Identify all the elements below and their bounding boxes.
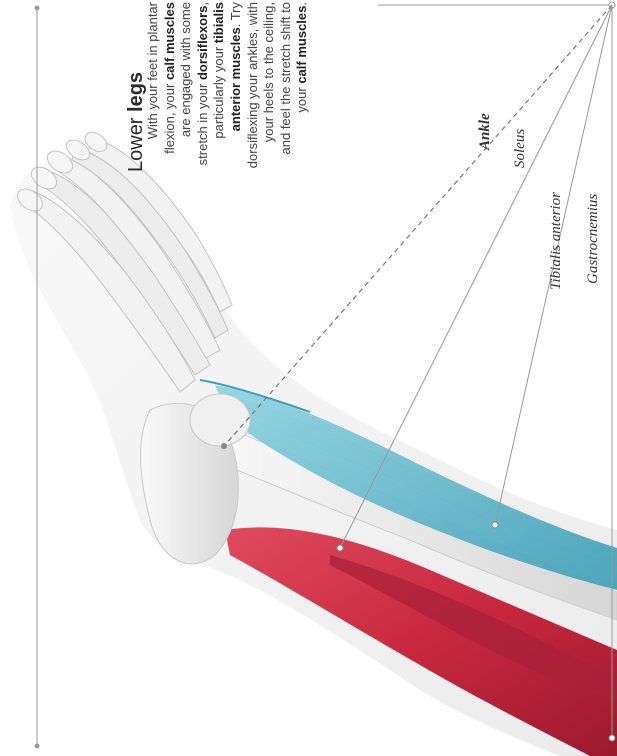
body-segment: particularly your [211, 43, 226, 138]
soleus-label: Soleus [512, 129, 529, 168]
body-segment: and feel the stretch shift to [278, 2, 293, 154]
body-emphasis: anterior muscles [228, 27, 243, 131]
body-line: With your feet in plantar [145, 2, 162, 214]
guide-line-end-dot [35, 6, 40, 11]
tibialis-anterior-label: Tibialis anterior [548, 192, 565, 290]
soleus-leader-line [340, 5, 612, 548]
heading-prefix: Lower [125, 112, 147, 172]
guide-line-end-dot [35, 744, 40, 749]
talus-bone [190, 394, 250, 446]
body-line: dorsiflexing your ankles, with [245, 2, 262, 214]
body-segment: are engaged with some [178, 2, 193, 137]
body-line: your heels to the ceiling, [261, 2, 278, 214]
body-segment: dorsiflexing your ankles, with [245, 2, 260, 168]
body-emphasis: calf muscles [162, 2, 177, 80]
body-segment: your [294, 84, 309, 113]
ankle-marker-dot [221, 443, 227, 449]
body-line: anterior muscles. Try [228, 2, 245, 214]
body-line: particularly your tibialis [211, 2, 228, 214]
body-segment: flexion, your [162, 80, 177, 154]
gastrocnemius-marker-dot [609, 735, 615, 741]
ankle-label: Ankle [477, 113, 494, 150]
section-heading: Lower legs [126, 72, 146, 172]
body-segment: , [195, 2, 210, 6]
body-line: your calf muscles. [294, 2, 311, 214]
body-segment: your heels to the ceiling, [261, 2, 276, 142]
body-emphasis: calf muscles [294, 6, 309, 84]
body-line: are engaged with some [178, 2, 195, 214]
body-line: and feel the stretch shift to [278, 2, 295, 214]
body-line: flexion, your calf muscles [162, 2, 179, 214]
body-line: stretch in your dorsiflexors, [195, 2, 212, 214]
body-segment: . Try [228, 2, 243, 27]
body-segment: With your feet in plantar [145, 2, 160, 139]
soleus-marker-dot [337, 545, 343, 551]
gastrocnemius-label: Gastrocnemius [585, 194, 602, 284]
tibialis-marker-dot [492, 522, 498, 528]
body-segment: stretch in your [195, 80, 210, 165]
body-segment: . [294, 2, 309, 6]
heading-bold: legs [125, 72, 147, 112]
body-emphasis: tibialis [211, 2, 226, 43]
body-emphasis: dorsiflexors [195, 6, 210, 80]
